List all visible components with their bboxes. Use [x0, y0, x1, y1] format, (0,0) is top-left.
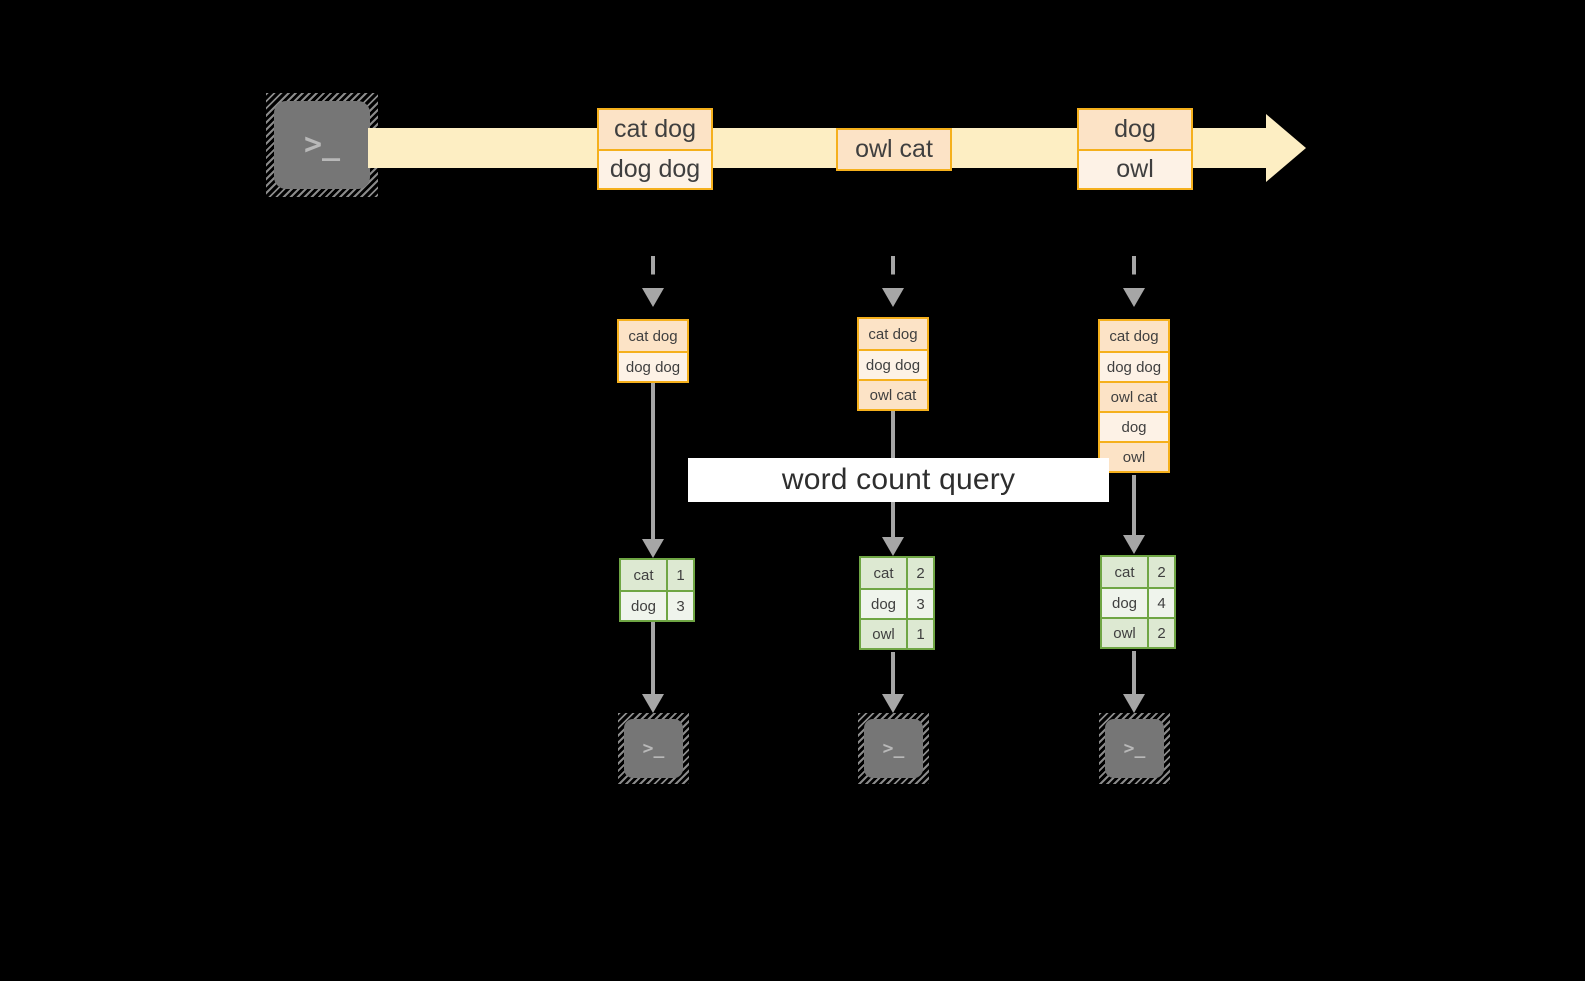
- stream-batch-line: cat dog: [599, 110, 711, 149]
- input-line: owl: [1100, 441, 1168, 471]
- query-connector-3: [1132, 475, 1136, 545]
- sink-terminal-icon-2: >_: [858, 713, 929, 784]
- accumulated-input-2: cat dog dog dog owl cat: [857, 317, 929, 411]
- sink-connector-3-arrowhead-icon: [1123, 694, 1145, 713]
- result-count: 1: [666, 560, 693, 590]
- stream-batch-line: owl: [1079, 149, 1191, 188]
- terminal-body: [1105, 719, 1164, 778]
- query-connector-1-arrowhead-icon: [642, 539, 664, 558]
- query-connector-2-arrowhead-icon: [882, 537, 904, 556]
- table-row: dog 3: [621, 590, 693, 620]
- result-count: 1: [906, 620, 933, 648]
- input-line: dog: [1100, 411, 1168, 441]
- sink-connector-1-arrowhead-icon: [642, 694, 664, 713]
- result-word: dog: [1102, 589, 1147, 617]
- sink-terminal-icon-1: >_: [618, 713, 689, 784]
- sink-connector-1: [651, 622, 655, 700]
- stream-batch-line: owl cat: [838, 130, 950, 169]
- accumulated-input-3: cat dog dog dog owl cat dog owl: [1098, 319, 1170, 473]
- trigger-connector-3-dashed: [1132, 256, 1136, 290]
- trigger-connector-3-arrowhead-icon: [1123, 288, 1145, 307]
- trigger-connector-1-arrowhead-icon: [642, 288, 664, 307]
- query-label: word count query: [781, 463, 1016, 496]
- result-count: 3: [906, 590, 933, 618]
- result-word: dog: [861, 590, 906, 618]
- table-row: cat 2: [1102, 557, 1174, 587]
- trigger-connector-2-dashed: [891, 256, 895, 290]
- result-word: cat: [861, 558, 906, 588]
- input-line: owl cat: [1100, 381, 1168, 411]
- stream-arrow-head-icon: [1266, 114, 1306, 182]
- source-terminal-icon: >_: [266, 93, 378, 197]
- table-row: dog 3: [861, 588, 933, 618]
- table-row: cat 2: [861, 558, 933, 588]
- input-line: dog dog: [619, 351, 687, 381]
- result-word: cat: [1102, 557, 1147, 587]
- result-count: 2: [1147, 619, 1174, 647]
- sink-connector-2: [891, 652, 895, 700]
- terminal-body: [624, 719, 683, 778]
- input-line: owl cat: [859, 379, 927, 409]
- trigger-connector-1-dashed: [651, 256, 655, 290]
- result-word: owl: [861, 620, 906, 648]
- stream-batch-line: dog: [1079, 110, 1191, 149]
- terminal-prompt-glyph: >_: [303, 127, 341, 162]
- sink-connector-3: [1132, 651, 1136, 700]
- stream-batch-2: owl cat: [836, 128, 952, 171]
- table-row: dog 4: [1102, 587, 1174, 617]
- result-word: dog: [621, 592, 666, 620]
- terminal-body: [864, 719, 923, 778]
- input-line: dog dog: [859, 349, 927, 379]
- result-count: 2: [906, 558, 933, 588]
- terminal-prompt-glyph: >_: [882, 737, 905, 759]
- terminal-prompt-glyph: >_: [642, 737, 665, 759]
- input-line: cat dog: [1100, 321, 1168, 351]
- result-table-2: cat 2 dog 3 owl 1: [859, 556, 935, 650]
- input-line: cat dog: [619, 321, 687, 351]
- result-word: owl: [1102, 619, 1147, 647]
- result-count: 4: [1147, 589, 1174, 617]
- trigger-connector-2-arrowhead-icon: [882, 288, 904, 307]
- sink-terminal-icon-3: >_: [1099, 713, 1170, 784]
- table-row: cat 1: [621, 560, 693, 590]
- terminal-body: [274, 101, 370, 189]
- stream-batch-3: dog owl: [1077, 108, 1193, 190]
- result-table-1: cat 1 dog 3: [619, 558, 695, 622]
- result-count: 2: [1147, 557, 1174, 587]
- result-table-3: cat 2 dog 4 owl 2: [1100, 555, 1176, 649]
- query-connector-1: [651, 383, 655, 548]
- query-banner: word count query: [688, 458, 1109, 502]
- sink-connector-2-arrowhead-icon: [882, 694, 904, 713]
- stream-batch-1: cat dog dog dog: [597, 108, 713, 190]
- accumulated-input-1: cat dog dog dog: [617, 319, 689, 383]
- result-count: 3: [666, 592, 693, 620]
- input-line: dog dog: [1100, 351, 1168, 381]
- query-connector-3-arrowhead-icon: [1123, 535, 1145, 554]
- table-row: owl 2: [1102, 617, 1174, 647]
- result-word: cat: [621, 560, 666, 590]
- table-row: owl 1: [861, 618, 933, 648]
- stream-batch-line: dog dog: [599, 149, 711, 188]
- terminal-prompt-glyph: >_: [1123, 737, 1146, 759]
- input-line: cat dog: [859, 319, 927, 349]
